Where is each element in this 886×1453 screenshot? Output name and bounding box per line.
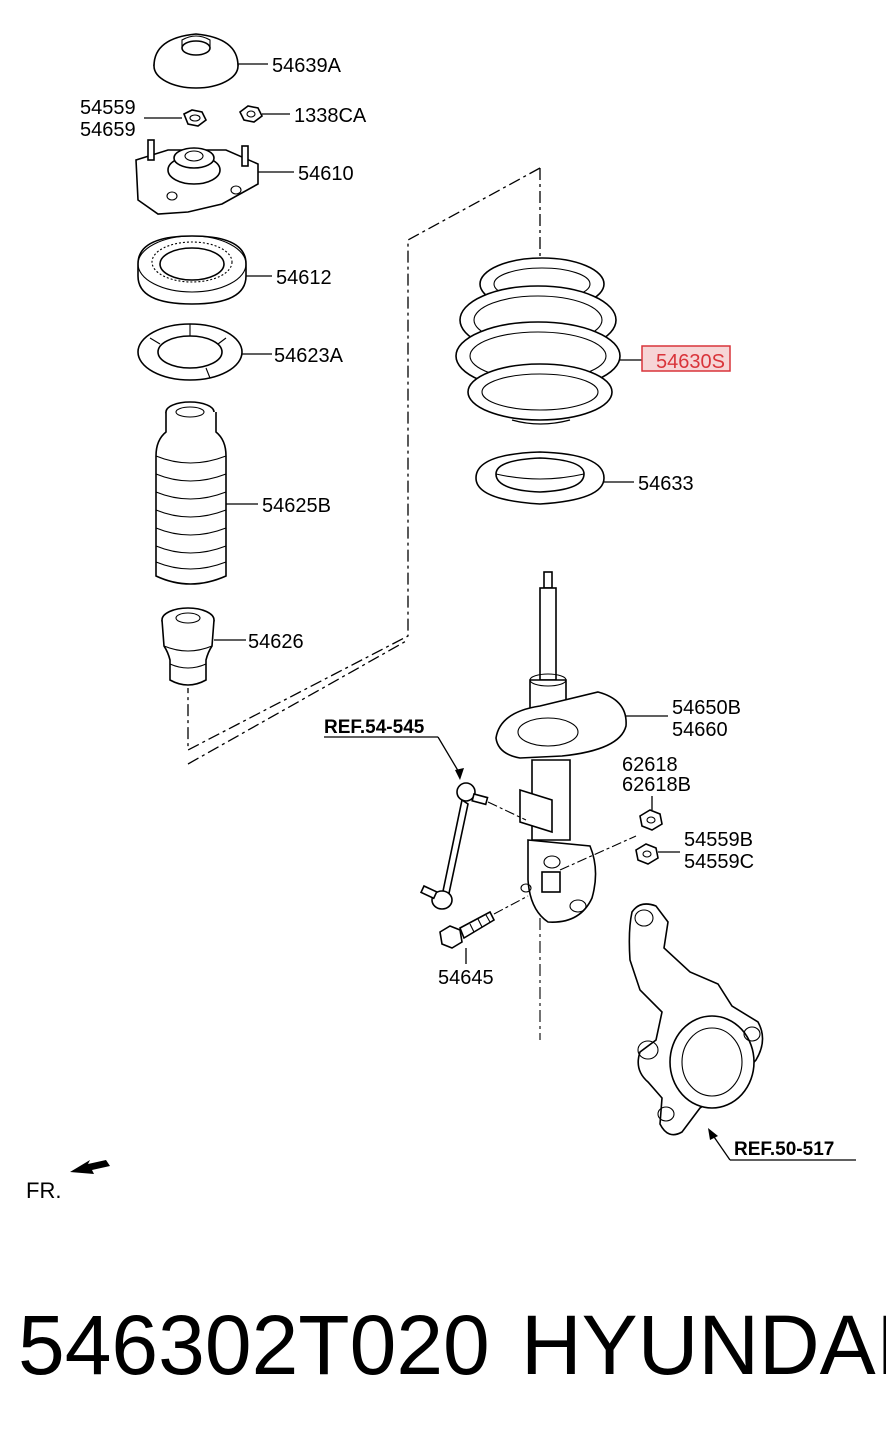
label-dust-cover: 54625B (262, 495, 331, 517)
label-strut-line1: 54650B (672, 697, 741, 719)
top-mount-cap-part (153, 33, 239, 89)
caption: 546302T020 HYUNDAI (18, 1295, 886, 1405)
label-ref-knuckle: REF.50-517 (734, 1139, 834, 1160)
label-bolt-a-line2: 62618B (622, 774, 691, 796)
strut-mount-part (135, 139, 259, 215)
label-bolt-a-line1: 62618 (622, 754, 678, 776)
label-nut-a-line2: 54659 (80, 119, 136, 141)
label-bump-stopper: 54626 (248, 631, 304, 653)
leader-arrow-icon (455, 768, 464, 780)
label-top-mount-cap: 54639A (272, 55, 342, 77)
assembly-line (487, 801, 527, 821)
assembly-line (493, 895, 529, 915)
leader-line (437, 736, 461, 775)
spring-pad-lower-part (475, 451, 605, 505)
coil-spring-part (455, 257, 621, 425)
front-direction-arrow-icon (70, 1160, 110, 1174)
leader-arrow-icon (708, 1128, 718, 1140)
assembly-line (559, 835, 637, 871)
steering-knuckle-part (628, 903, 764, 1136)
bolt-b-part (439, 910, 496, 949)
label-nut-c-line2: 54559C (684, 851, 754, 873)
bolt-a-part (639, 809, 663, 831)
label-strut-mount: 54610 (298, 163, 354, 185)
bump-stopper-part (161, 607, 215, 686)
assembly-boundary-line-3 (187, 639, 409, 765)
strut-assembly-part (495, 571, 627, 923)
highlight-box (641, 345, 731, 372)
label-ref-stabilizer: REF.54-545 (324, 717, 425, 738)
label-front-indicator: FR. (26, 1178, 61, 1203)
brand-text: HYUNDAI (521, 1298, 886, 1392)
label-spring-pad-upper: 54623A (274, 345, 344, 367)
label-coil-spring: 54630S (656, 351, 725, 373)
dust-cover-part (155, 401, 227, 585)
part-number-text: 546302T020 (18, 1298, 490, 1392)
label-strut-line2: 54660 (672, 719, 728, 741)
bearing-part (137, 235, 247, 305)
label-bolt-b: 54645 (438, 967, 494, 989)
nut-b-part (238, 105, 264, 123)
label-nut-a-line1: 54559 (80, 97, 136, 119)
spring-pad-upper-part (137, 323, 243, 381)
label-spring-pad-lower: 54633 (638, 473, 694, 495)
label-bearing: 54612 (276, 267, 332, 289)
stabilizer-link-part (419, 782, 489, 910)
label-nut-b: 1338CA (294, 105, 367, 127)
label-nut-c-line1: 54559B (684, 829, 753, 851)
nut-a-part (182, 109, 208, 127)
nut-c-part (635, 843, 659, 865)
assembly-boundary-line (187, 167, 541, 752)
leader-line (711, 1133, 731, 1161)
